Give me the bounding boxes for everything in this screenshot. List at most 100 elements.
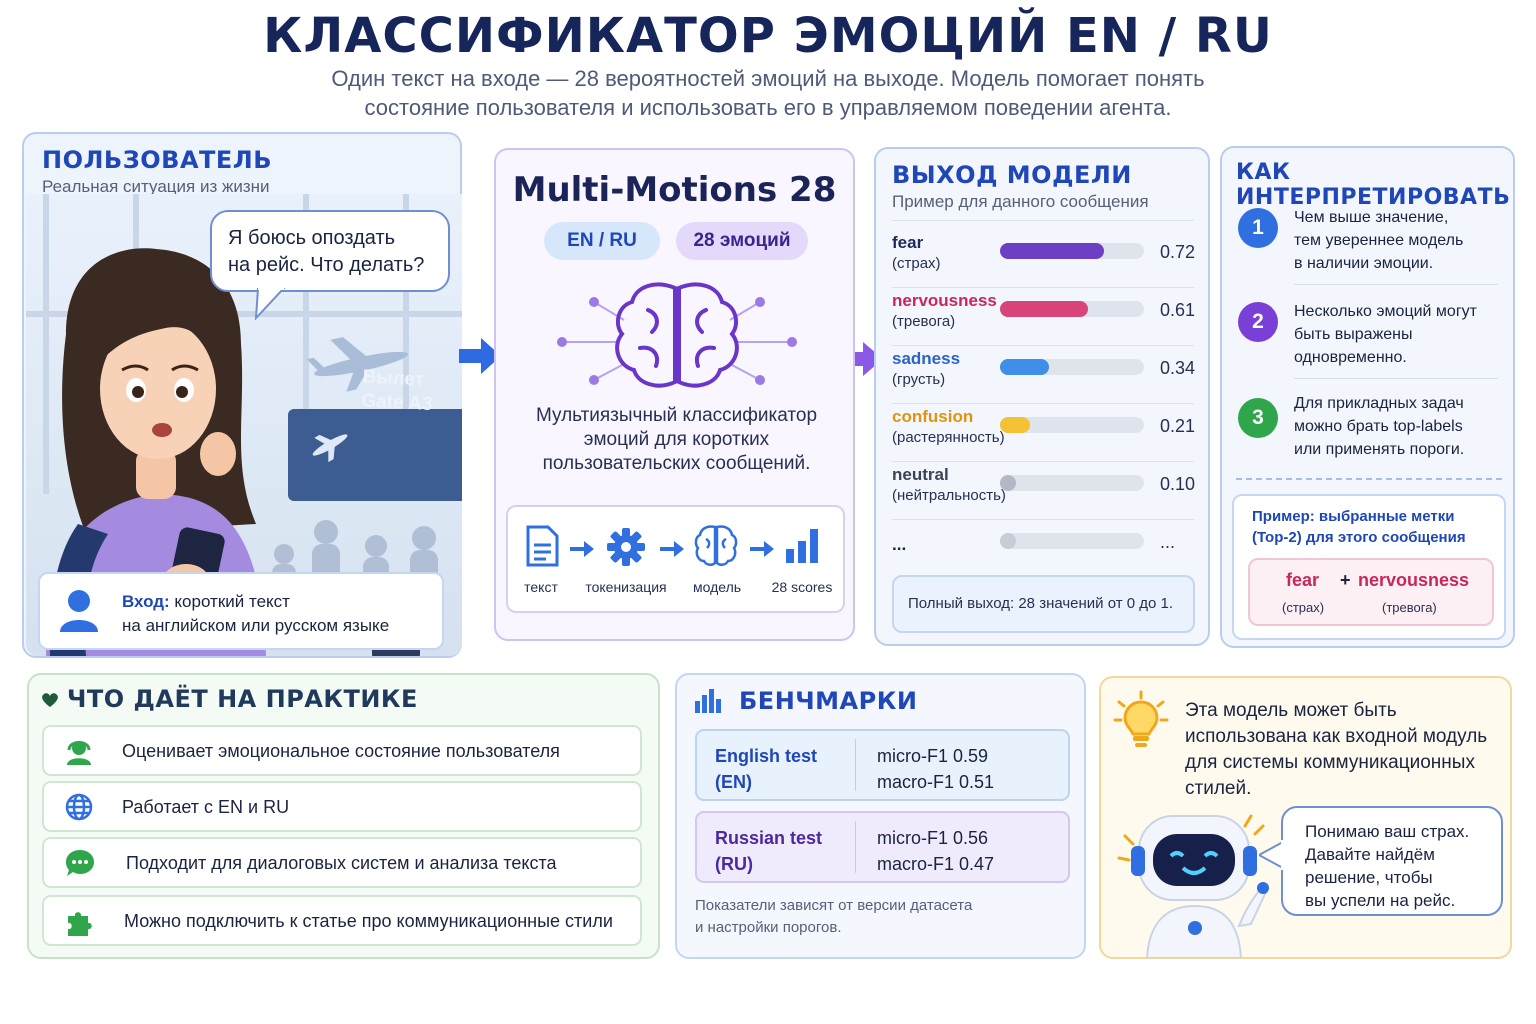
emotion-value: 0.21	[1160, 416, 1196, 436]
step-1-badge: 1	[1238, 208, 1278, 248]
step-3-line-2: можно брать top-labels	[1294, 418, 1463, 435]
emotion-name-ru: (растерянность)	[892, 429, 1005, 446]
agent-text-line-3: для системы коммуникационных	[1185, 752, 1475, 773]
emotion-bar-track	[1000, 243, 1144, 259]
step-2-line-1: Несколько эмоций могут	[1294, 303, 1477, 320]
step-2-badge: 2	[1238, 302, 1278, 342]
practice-panel-title: ЧТО ДАЁТ НА ПРАКТИКЕ	[67, 685, 418, 713]
emotion-name: ...	[892, 535, 907, 554]
pipeline-step-scores: 28 scores	[771, 579, 833, 595]
practice-item-text: Оценивает эмоциональное состояние пользо…	[122, 741, 560, 761]
emotion-bar-fill	[1000, 533, 1016, 549]
bench-en-micro: micro-F1 0.59	[877, 746, 989, 766]
emotion-row: ......	[892, 523, 1192, 581]
emotion-bar-track	[1000, 533, 1144, 549]
user-speech-bubble: Я боюсь опоздать на рейс. Что делать?	[210, 210, 450, 292]
agent-bubble-line-2: Давайте найдём	[1305, 845, 1435, 864]
emotion-name: nervousness	[892, 291, 997, 310]
agent-bubble-line-1: Понимаю ваш страх.	[1305, 822, 1470, 841]
model-title: Multi-Motions 28	[512, 170, 837, 210]
example-title: Пример: выбранные метки (Top-2) для этог…	[1252, 506, 1498, 548]
bench-divider	[855, 821, 856, 873]
brain-small-icon	[694, 525, 738, 566]
emotion-bar-track	[1000, 359, 1144, 375]
model-desc-line-3: пользовательских сообщений.	[542, 453, 811, 474]
user-icon	[60, 590, 98, 632]
example-title-line-1: Пример: выбранные метки	[1252, 508, 1455, 525]
output-panel-title: ВЫХОД МОДЕЛИ	[892, 161, 1132, 189]
agent-text-line-2: использована как входной модуль	[1185, 726, 1488, 747]
emotion-name-ru: (страх)	[892, 255, 941, 272]
input-label: Вход:	[122, 592, 170, 611]
emotion-value: 0.72	[1160, 242, 1196, 262]
step-1-line-2: тем увереннее модель	[1294, 232, 1464, 249]
output-panel: ВЫХОД МОДЕЛИ Пример для данного сообщени…	[874, 147, 1210, 646]
bar-chart-icon	[786, 529, 818, 563]
pipeline-step-model: модель	[692, 579, 742, 595]
flight-sign-text: Вылет Gate A3	[361, 365, 463, 418]
emotion-bar-track	[1000, 475, 1144, 491]
lightbulb-icon	[1113, 690, 1169, 747]
emotion-name-ru: (нейтральность)	[892, 487, 1006, 504]
page-title: КЛАССИФИКАТОР ЭМОЦИЙ EN / RU	[263, 8, 1273, 64]
bench-note-line-2: и настройки порогов.	[695, 919, 842, 936]
bench-ru-label-1: Russian test	[715, 828, 823, 848]
example-label-fear: fear	[1286, 570, 1320, 590]
user-panel-title: ПОЛЬЗОВАТЕЛЬ	[42, 146, 273, 174]
pipeline-step-tokenization: токенизация	[585, 579, 667, 595]
arrow-icon-3	[750, 541, 774, 557]
bench-note-line-1: Показатели зависят от версии датасета	[695, 897, 973, 914]
emotion-name: fear	[892, 233, 924, 252]
step-divider	[1294, 284, 1498, 285]
emotion-name-ru: (тревога)	[892, 313, 956, 330]
emotion-bar-fill	[1000, 301, 1088, 317]
interpret-panel: КАК ИНТЕРПРЕТИРОВАТЬ 1 Чем выше значение…	[1220, 146, 1515, 648]
dashed-divider	[1236, 478, 1502, 480]
puzzle-icon	[68, 912, 92, 936]
arrow-icon-2	[660, 541, 684, 557]
emotion-value: ...	[1160, 532, 1176, 552]
model-desc-line-1: Мультиязычный классификатор	[535, 405, 818, 426]
bench-en-label: English test (EN)	[715, 743, 817, 795]
emotion-row: fear (страх) 0.72	[892, 233, 1196, 291]
bubble-line-1: Я боюсь опоздать	[228, 227, 396, 249]
emotion-value: 0.61	[1160, 300, 1196, 320]
step-3-line-3: или применять пороги.	[1294, 441, 1465, 458]
row-divider	[892, 220, 1194, 221]
model-panel: Multi-Motions 28 EN / RU 28 эмоций Мульт…	[494, 148, 855, 641]
lang-pill: EN / RU	[544, 222, 660, 260]
emotion-name: sadness	[892, 349, 961, 368]
input-text-1: короткий текст	[169, 592, 290, 611]
example-plus: +	[1340, 570, 1351, 590]
pipeline-step-text: текст	[524, 579, 558, 595]
step-3-text: Для прикладных задач можно брать top-lab…	[1294, 392, 1506, 461]
emotion-name: neutral	[892, 465, 949, 484]
step-divider	[1294, 378, 1498, 379]
heart-icon	[42, 693, 58, 707]
practice-item: Можно подключить к статье про коммуникац…	[42, 895, 642, 946]
arrow-icon-1	[570, 541, 594, 557]
face	[100, 319, 216, 459]
emotion-bar-track	[1000, 417, 1144, 433]
agent-speech-bubble: Понимаю ваш страх. Давайте найдём решени…	[1281, 806, 1503, 916]
agent-panel: Эта модель может быть использована как в…	[1099, 676, 1512, 959]
arrow-right-icon-2	[843, 342, 883, 376]
agent-text: Эта модель может быть использована как в…	[1185, 698, 1505, 802]
bench-ru-label-2: (RU)	[715, 854, 753, 874]
user-panel-subtitle: Реальная ситуация из жизни	[42, 177, 270, 196]
bench-en-label-2: (EN)	[715, 772, 752, 792]
chat-icon	[66, 850, 94, 876]
step-3-badge: 3	[1238, 398, 1278, 438]
interpret-panel-title: КАК ИНТЕРПРЕТИРОВАТЬ	[1236, 160, 1511, 210]
step-2-line-3: одновременно.	[1294, 349, 1407, 366]
emotion-bar-fill	[1000, 417, 1030, 433]
emotion-value: 0.10	[1160, 474, 1196, 494]
benchmarks-panel: БЕНЧМАРКИ English test (EN) micro-F1 0.5…	[675, 673, 1086, 959]
emotion-name-ru: (грусть)	[892, 371, 946, 388]
emotion-bar-fill	[1000, 475, 1016, 491]
step-1-line-1: Чем выше значение,	[1294, 209, 1449, 226]
practice-item: Оценивает эмоциональное состояние пользо…	[42, 725, 642, 776]
agent-bubble-line-3: решение, чтобы	[1305, 868, 1433, 887]
plane-sign-icon	[312, 434, 348, 463]
bench-row-ru: Russian test (RU) micro-F1 0.56 macro-F1…	[695, 811, 1070, 883]
